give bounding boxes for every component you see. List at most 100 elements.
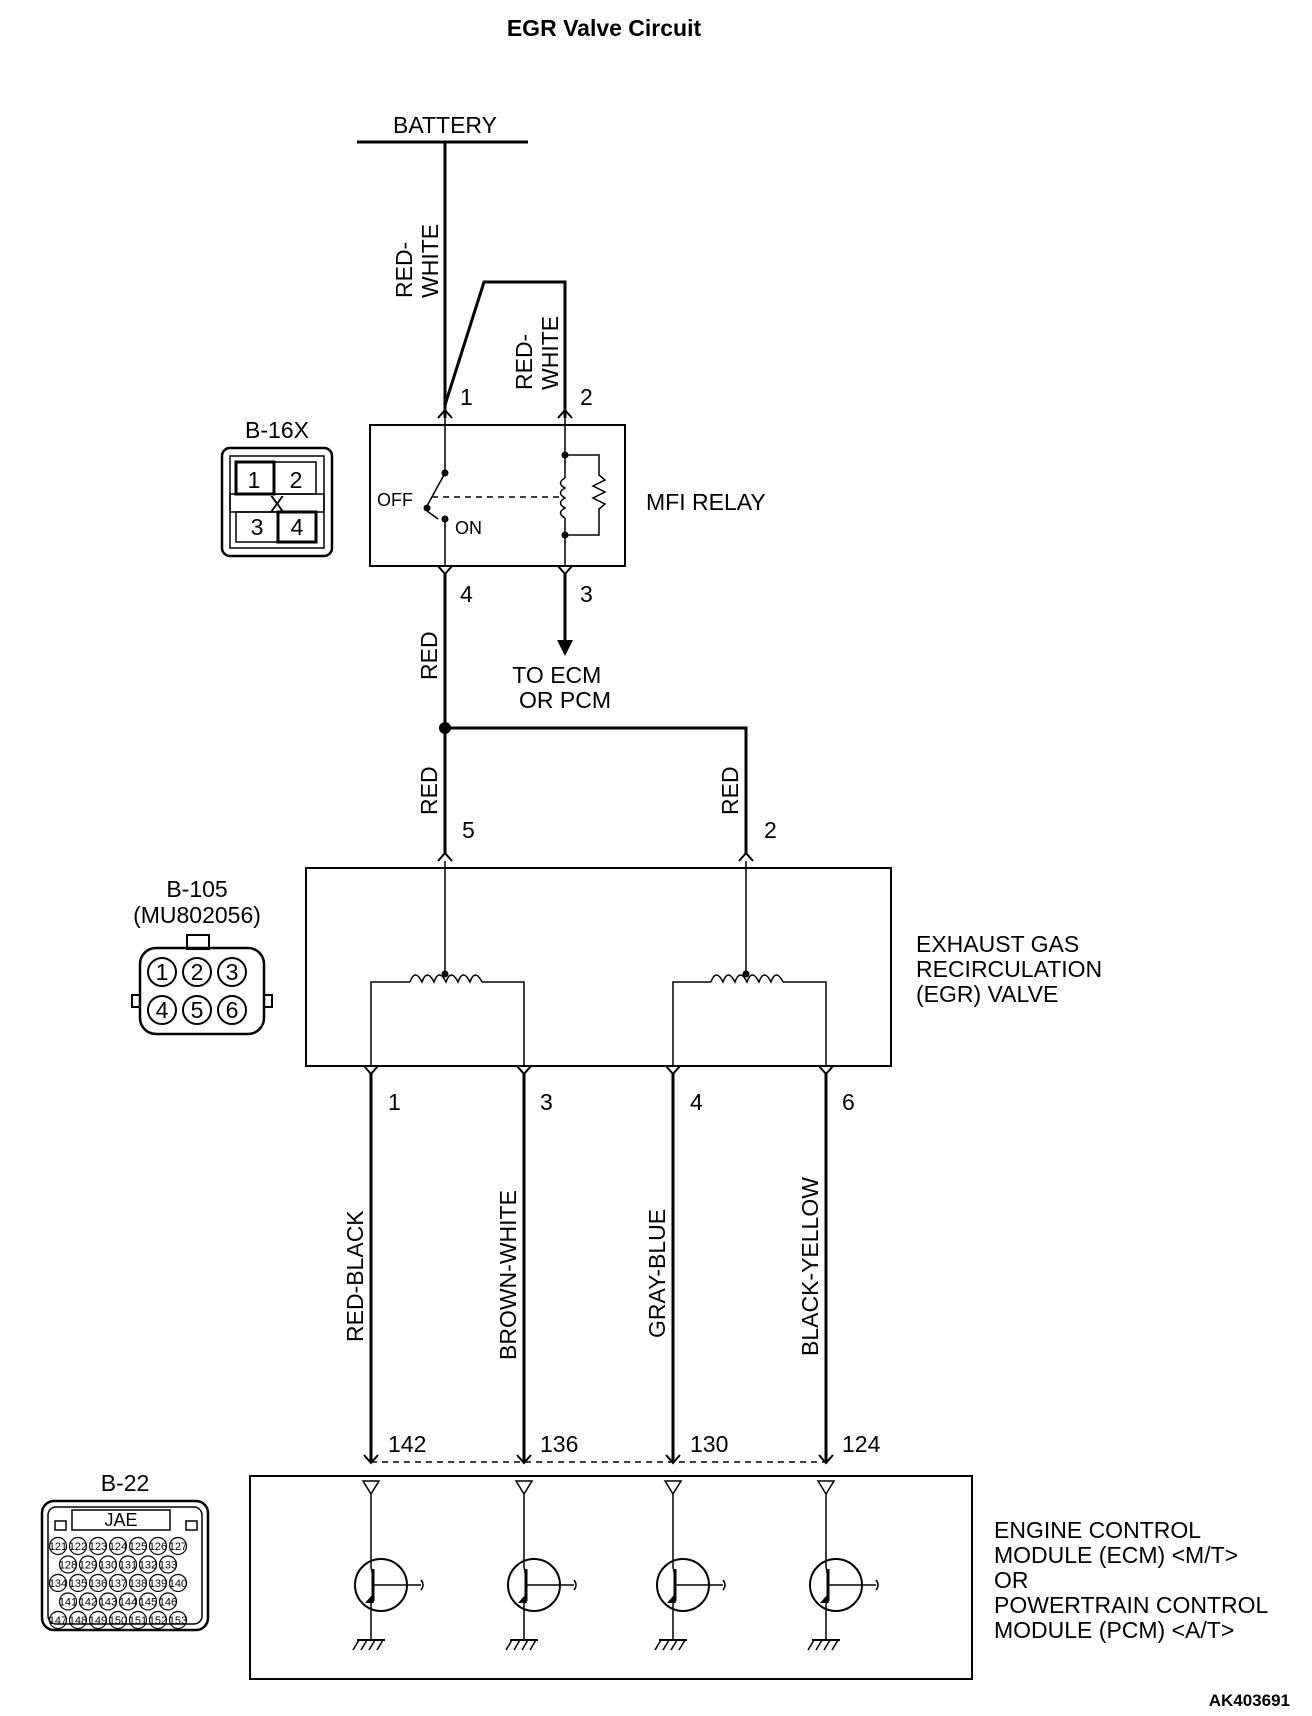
egr-coil2-tap	[742, 970, 750, 978]
egr-valve-label: EXHAUST GAS RECIRCULATION (EGR) VALVE	[916, 931, 1109, 1007]
b22-pin-circle	[68, 1536, 88, 1556]
b22-pin-label: 123	[89, 1541, 107, 1553]
ecm-box	[249, 1475, 973, 1680]
connector-b16x	[220, 446, 334, 558]
b22-pin-circle	[158, 1592, 178, 1611]
b22-pin-circle	[148, 1536, 168, 1556]
b16x-pin-3: 3	[251, 514, 264, 540]
ecm-pin136-chevron	[516, 1454, 532, 1465]
wire-label-red-white-2: RED- WHITE	[511, 316, 563, 390]
b22-pin-circle	[148, 1610, 168, 1630]
relay-pin1-chevron	[437, 408, 453, 419]
b22-pin-circle	[128, 1536, 148, 1556]
egr-pin-1: 1	[388, 1089, 401, 1115]
ecm-pin-136: 136	[540, 1431, 578, 1457]
b22-pin-circle	[98, 1592, 118, 1611]
b22-pin-circle	[118, 1592, 138, 1611]
wire-splice-egr2	[445, 726, 748, 855]
ecm-pin124-chevron	[818, 1454, 834, 1465]
b22-pin-label: 146	[159, 1597, 177, 1609]
b22-pin-circle	[58, 1592, 78, 1611]
ecm-pin142-chevron	[363, 1454, 379, 1465]
relay-switch-pivot-stub	[426, 510, 439, 520]
relay-pin-1: 1	[460, 384, 473, 410]
b22-pin-label: 139	[149, 1578, 167, 1590]
relay-switch-blade	[426, 472, 446, 507]
ecm-label-l2: MODULE (ECM) <M/T>	[994, 1542, 1238, 1568]
b22-pin-label: 152	[149, 1615, 167, 1627]
b22-pin-circle	[48, 1536, 68, 1556]
wire-label-red-white-1: RED- WHITE	[391, 224, 443, 298]
b22-pin-label: 145	[139, 1597, 157, 1609]
b22-pin-label: 134	[49, 1578, 67, 1590]
b22-pin-circle	[78, 1592, 98, 1611]
egr-pin6-chevron	[818, 1065, 834, 1076]
egr-pin2-chevron	[738, 851, 754, 862]
relay-pin-4: 4	[460, 581, 473, 607]
wire-label-red-white-1-l2: WHITE	[417, 224, 443, 298]
ecm-label-l3: OR	[994, 1567, 1029, 1593]
b105-pin-1: 1	[156, 959, 169, 985]
b22-pin-circle	[138, 1592, 158, 1611]
b16x-pin-4: 4	[291, 514, 304, 540]
b22-pin-label: 135	[69, 1578, 87, 1590]
b22-pin-label: 138	[129, 1578, 147, 1590]
wire-label-red-2: RED	[416, 766, 442, 815]
b22-pin-label: 124	[109, 1541, 127, 1553]
relay-pin-2: 2	[580, 384, 593, 410]
b22-pin-label: 122	[69, 1541, 87, 1553]
mfi-relay-label: MFI RELAY	[646, 489, 766, 515]
b22-pin-label: 132	[139, 1560, 157, 1572]
egr-pin-6: 6	[842, 1089, 855, 1115]
egr-coil1-tap	[441, 970, 449, 978]
wire-label-red-white-1-l1: RED-	[391, 242, 417, 298]
b22-pin-circle	[108, 1536, 128, 1556]
b22-pin-label: 140	[169, 1578, 187, 1590]
b22-pin-circle	[148, 1573, 168, 1593]
egr-valve-box	[305, 867, 892, 1067]
diagram-title: EGR Valve Circuit	[507, 15, 702, 41]
egr-pin-3: 3	[540, 1089, 553, 1115]
b22-pin-circle	[88, 1573, 108, 1593]
b22-pin-circle	[118, 1555, 138, 1574]
ecm-pin130-chevron	[665, 1454, 681, 1465]
b105-pin-2: 2	[191, 959, 204, 985]
b22-pin-label: 125	[129, 1541, 147, 1553]
wire-label-red-white-2-l2: WHITE	[537, 316, 563, 390]
b22-pin-label: 153	[169, 1615, 187, 1627]
b22-pin-circle	[128, 1610, 148, 1630]
b105-part: (MU802056)	[133, 902, 261, 928]
b22-pin-label: 129	[79, 1560, 97, 1572]
relay-switch-on-label: ON	[455, 518, 482, 538]
b22-pin-circle	[68, 1610, 88, 1630]
b22-pin-circle	[108, 1610, 128, 1630]
relay-resistor	[565, 454, 607, 536]
b22-pin-label: 141	[59, 1597, 77, 1609]
egr-pin-5: 5	[462, 817, 475, 843]
b22-pin-label: 147	[49, 1615, 67, 1627]
wire-label-red-black: RED-BLACK	[342, 1210, 368, 1342]
b22-pin-label: 133	[159, 1560, 177, 1572]
b22-pin-label: 151	[129, 1615, 147, 1627]
relay-pin2-chevron	[557, 408, 573, 419]
b22-pin-circle	[168, 1536, 188, 1556]
b16x-mark: X	[269, 491, 284, 517]
b22-pin-circle	[48, 1573, 68, 1593]
b22-pin-circle	[98, 1555, 118, 1574]
b22-pin-label: 121	[49, 1541, 67, 1553]
mfi-relay-box	[369, 424, 626, 567]
b22-pin-circle	[128, 1573, 148, 1593]
egr-pin3-chevron	[516, 1065, 532, 1076]
ecm-label-l4: POWERTRAIN CONTROL	[994, 1592, 1269, 1618]
b16x-name: B-16X	[245, 417, 309, 443]
b22-pin-label: 136	[89, 1578, 107, 1590]
to-ecm-label-l1: TO ECM	[512, 662, 601, 688]
egr-valve-label-l2: RECIRCULATION	[916, 956, 1102, 982]
ecm-label-l5: MODULE (PCM) <A/T>	[994, 1617, 1234, 1643]
egr-pin4-chevron	[665, 1065, 681, 1076]
ecm-label: ENGINE CONTROL MODULE (ECM) <M/T> OR POW…	[994, 1517, 1274, 1643]
b22-name: B-22	[101, 1470, 150, 1496]
connector-b105	[131, 934, 273, 1036]
